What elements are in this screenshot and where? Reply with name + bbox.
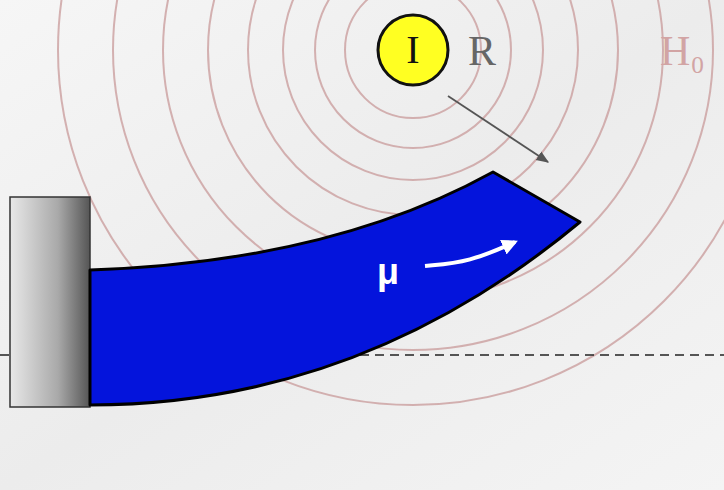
cantilever-beam: μ <box>88 168 584 408</box>
beam-body <box>90 172 580 405</box>
field-ring <box>248 0 578 215</box>
field-label: H₀ <box>660 30 705 72</box>
moment-arrow <box>425 242 515 266</box>
radius-label: R <box>468 30 496 72</box>
radius-arrow <box>448 96 548 162</box>
field-lines <box>58 0 724 405</box>
current-symbol: I <box>406 30 419 70</box>
clamp-wall <box>10 197 90 407</box>
field-ring <box>283 0 543 180</box>
field-ring <box>58 0 724 405</box>
current-wire: I <box>376 13 450 87</box>
moment-symbol: μ <box>377 254 399 290</box>
field-ring <box>345 0 481 118</box>
field-ring <box>315 0 511 148</box>
wire-circle <box>378 15 448 85</box>
beam-outline <box>88 168 584 408</box>
